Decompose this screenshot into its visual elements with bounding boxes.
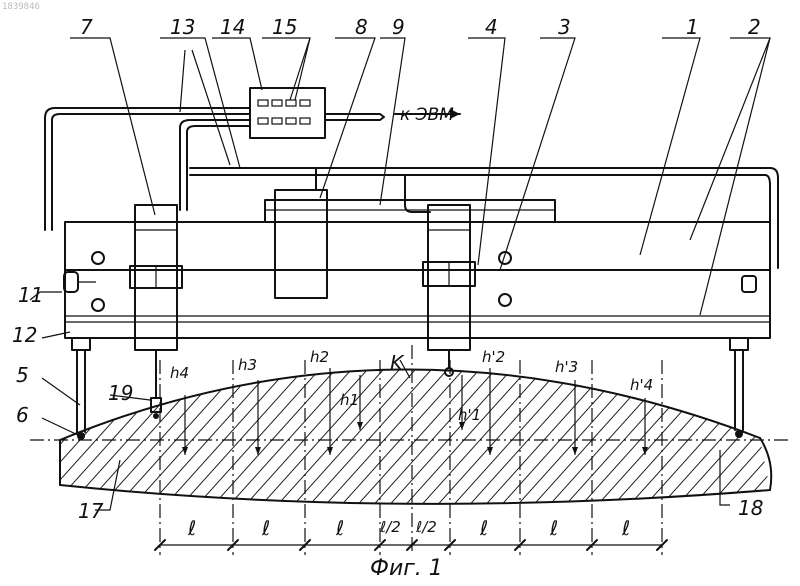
hatch-line <box>488 320 668 520</box>
dim-l-6: ℓ <box>621 516 630 540</box>
hatch-line <box>776 320 800 520</box>
label-17: 17 <box>78 499 104 523</box>
h1p-label: h'1 <box>458 406 481 424</box>
hatch-line <box>0 320 60 520</box>
hatch-line <box>504 320 684 520</box>
label-5: 5 <box>16 363 29 387</box>
dim-l-4: ℓ <box>479 516 488 540</box>
dim-l-2: ℓ <box>261 516 270 540</box>
hatch-line <box>184 320 364 520</box>
label-19: 19 <box>108 381 133 405</box>
hatch-line <box>568 320 748 520</box>
hatch-line <box>248 320 428 520</box>
label-18: 18 <box>738 496 763 520</box>
label-12: 12 <box>12 323 37 347</box>
height-arrow-head <box>572 447 578 455</box>
lower-frame <box>65 270 770 338</box>
hatch-line <box>600 320 780 520</box>
label-7: 7 <box>80 15 93 39</box>
hatch-line <box>744 320 800 520</box>
dim-l-3: ℓ <box>335 516 344 540</box>
label-14: 14 <box>220 15 245 39</box>
label-13: 13 <box>170 15 195 39</box>
label-2: 2 <box>748 15 761 39</box>
h3-label: h3 <box>238 356 257 374</box>
hatch-line <box>40 320 220 520</box>
height-arrow-head <box>182 447 188 455</box>
left-pulley-block-11 <box>64 252 104 311</box>
label-1: 1 <box>686 15 699 39</box>
height-arrow-head <box>487 447 493 455</box>
dim-l-half-2: ℓ/2 <box>415 518 437 536</box>
h4p-label: h'4 <box>630 376 653 394</box>
dim-l-half-1: ℓ/2 <box>379 518 401 536</box>
hatch-line <box>536 320 716 520</box>
label-3: 3 <box>558 15 571 39</box>
point-k: K <box>390 351 405 375</box>
measurement-lines <box>160 345 662 555</box>
cable-drop-3 <box>405 175 430 212</box>
label-4: 4 <box>485 15 498 39</box>
h2p-label: h'2 <box>482 348 505 366</box>
hatch-line <box>520 320 700 520</box>
control-unit-14 <box>250 88 325 138</box>
hatch-line <box>648 320 800 520</box>
dim-l-1: ℓ <box>187 516 196 540</box>
label-15: 15 <box>272 15 297 39</box>
hatch-line <box>712 320 800 520</box>
label-9: 9 <box>392 15 405 39</box>
left-leg-5 <box>72 338 90 440</box>
main-beam <box>65 222 770 270</box>
h4-label: h4 <box>170 364 189 382</box>
dimension-labels: ℓ ℓ ℓ ℓ/2 ℓ/2 ℓ ℓ ℓ <box>187 516 630 540</box>
hatch-line <box>792 320 800 520</box>
to-computer-label: к ЭВМ <box>400 105 454 125</box>
label-11: 11 <box>18 283 43 307</box>
hatch-line <box>0 320 12 520</box>
height-arrow-head <box>642 447 648 455</box>
cable-to-computer <box>325 114 384 120</box>
dimension-chain <box>155 540 667 550</box>
cable-left-inner <box>52 114 250 230</box>
workpiece <box>0 320 800 520</box>
h3p-label: h'3 <box>555 358 578 376</box>
hatch-line <box>0 320 76 520</box>
label-8: 8 <box>355 15 368 39</box>
label-6: 6 <box>16 403 29 427</box>
hatch-line <box>200 320 380 520</box>
hatch-line <box>216 320 396 520</box>
hatch-line <box>264 320 444 520</box>
hatch-line <box>104 320 284 520</box>
height-arrow-head <box>327 447 333 455</box>
dim-l-5: ℓ <box>549 516 558 540</box>
hatch-line <box>552 320 732 520</box>
figure-caption: Фиг. 1 <box>370 556 443 581</box>
indicator-panel-15 <box>258 100 310 124</box>
electronic-block-8 <box>275 190 327 298</box>
right-leg-18 <box>730 338 748 438</box>
h2-label: h2 <box>310 348 329 366</box>
h1-label: h1 <box>340 391 359 409</box>
right-pulley-block <box>499 252 756 306</box>
hatch-line <box>632 320 800 520</box>
patent-number: 1839846 <box>2 2 40 12</box>
